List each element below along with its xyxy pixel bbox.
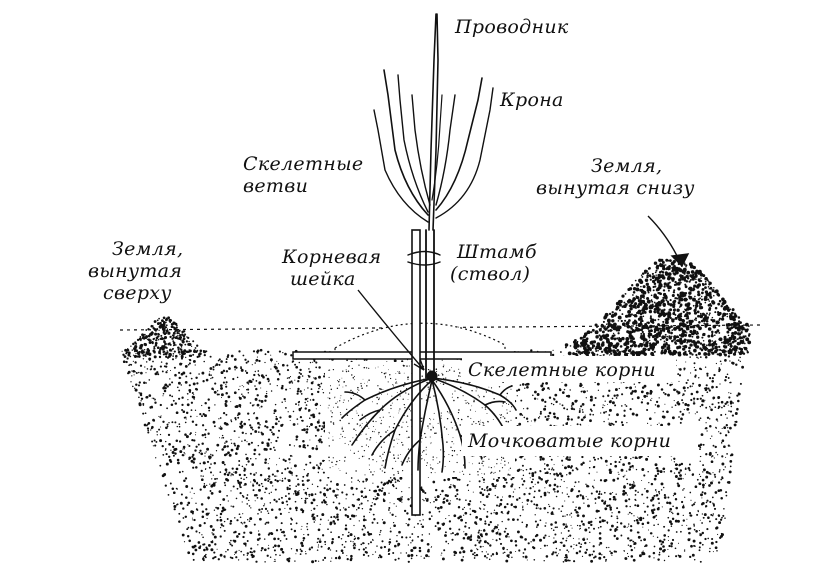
pointers — [357, 215, 690, 371]
label-soil-from-bottom-line2: вынутая снизу — [536, 177, 695, 199]
root-collar-arrow-head — [413, 358, 425, 371]
label-soil-from-top-line3: сверху — [103, 282, 172, 304]
root — [359, 409, 381, 421]
label-skeletal-roots: Скелетные корни — [468, 359, 656, 381]
label-leader: Проводник — [454, 16, 569, 38]
soil-bottom-arrow-head — [670, 253, 690, 268]
planting-board — [292, 351, 552, 360]
skeletal-branch — [435, 77, 483, 211]
label-trunk: Штамб (ствол) — [450, 241, 543, 285]
label-skeletal-branches-line1: Скелетные — [243, 153, 363, 175]
skeletal-branch — [431, 94, 443, 201]
support-stake — [411, 229, 421, 516]
label-skeletal-roots-bg — [462, 356, 676, 382]
skeletal-branch — [435, 94, 456, 206]
label-root-collar-line1: Корневая — [281, 246, 381, 268]
root — [344, 391, 366, 401]
tree-leader — [428, 13, 439, 231]
label-fibrous-roots-bg — [462, 426, 698, 456]
label-root-collar-line2: шейка — [290, 268, 356, 290]
label-root-collar: Корневая шейка — [281, 246, 388, 290]
label-fibrous-roots: Мочковатые корни — [467, 430, 671, 452]
label-soil-from-top-line2: вынутая — [88, 260, 182, 282]
label-soil-from-top: Земля, вынутая сверху — [88, 238, 190, 304]
root — [431, 379, 445, 473]
label-crown: Крона — [499, 89, 564, 111]
label-trunk-line2: (ствол) — [450, 263, 530, 285]
root — [484, 400, 506, 406]
label-skeletal-branches: Скелетные ветви — [243, 153, 370, 197]
label-soil-from-bottom: Земля, вынутая снизу — [536, 155, 695, 199]
skeletal-branch — [435, 87, 494, 219]
root-collar-arrow — [357, 289, 425, 371]
soil-heap-left — [124, 316, 207, 359]
skeletal-branch — [411, 94, 431, 206]
root — [401, 439, 421, 466]
stake-tie — [407, 250, 441, 266]
tree-trunk — [425, 229, 435, 379]
label-soil-from-bottom-line1: Земля, — [591, 155, 662, 177]
label-soil-from-top-line1: Земля, — [112, 238, 183, 260]
skeletal-branch — [373, 109, 429, 223]
root-collar-point — [426, 370, 438, 382]
skeletal-branch — [397, 74, 429, 213]
root — [371, 429, 396, 456]
soil-heap-right — [564, 257, 752, 357]
skeletal-branch — [383, 69, 429, 216]
label-trunk-line1: Штамб — [456, 241, 537, 263]
label-skeletal-branches-line2: ветви — [243, 175, 308, 197]
root — [499, 385, 513, 396]
